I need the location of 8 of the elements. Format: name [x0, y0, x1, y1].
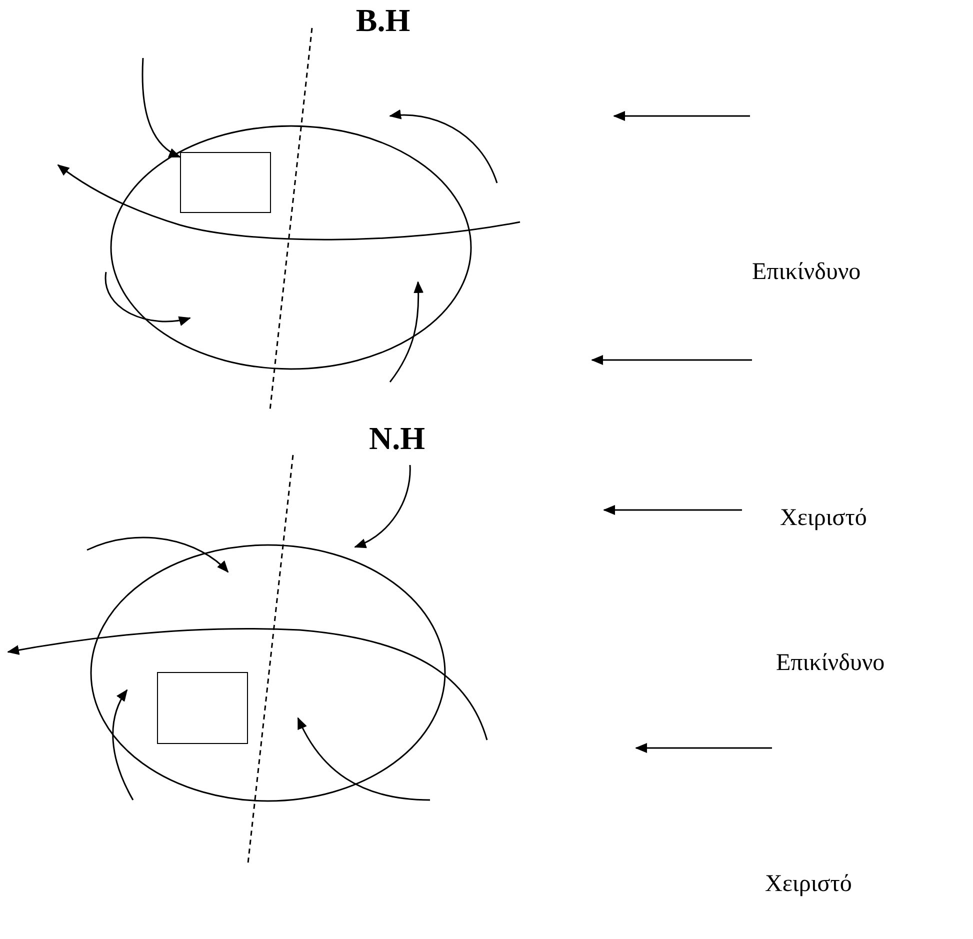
semicircle-label: Επικίνδυνο: [752, 260, 861, 284]
rectangle-box: [180, 152, 271, 213]
hemisphere-title: Ν.Η: [369, 422, 425, 454]
semicircle-label: Επικίνδυνο: [776, 651, 885, 675]
rectangle-box: [157, 672, 248, 744]
hemisphere-title: Β.Η: [356, 4, 410, 36]
semicircle-label: Χειριστό: [780, 506, 867, 530]
semicircle-label: Χειριστό: [765, 872, 852, 896]
